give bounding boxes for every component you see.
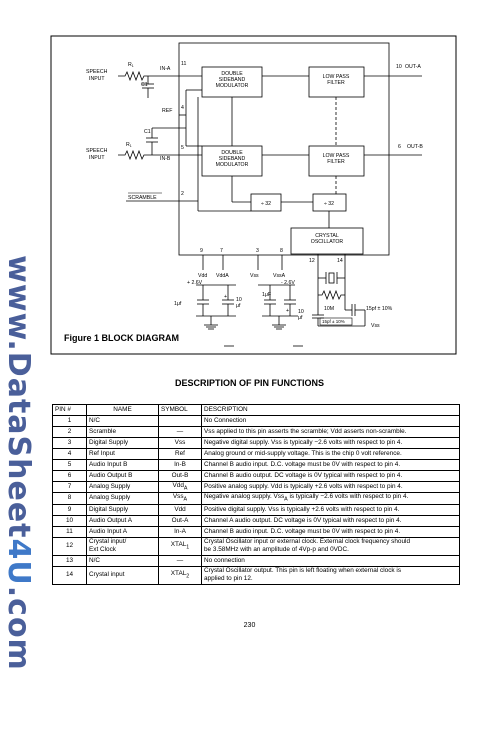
svg-text:1μF: 1μF [262,292,271,298]
svg-text:+: + [224,294,227,300]
svg-text:4: 4 [181,105,184,111]
r1-b-label: R1 [126,142,132,148]
osc-text: CRYSTAL [315,233,339,239]
scramble-label: SCRAMBLE [128,195,157,201]
low-pass-filter-b [308,145,365,177]
figure-frame [50,35,457,355]
svg-text:MODULATOR: MODULATOR [216,83,249,89]
svg-text:OSCILLATOR: OSCILLATOR [311,239,344,245]
svg-text:10: 10 [396,64,402,70]
svg-text:10: 10 [236,297,242,303]
svg-text:1μf: 1μf [174,301,182,307]
page-number: 230 [243,622,256,629]
svg-text:SIDEBAND: SIDEBAND [219,156,246,162]
section-title: DESCRIPTION OF PIN FUNCTIONS [174,378,324,388]
divider-2 [312,193,347,212]
dsb-b-text: DOUBLE [221,150,243,156]
svg-text:5: 5 [181,145,184,151]
svg-text:15pf ± 10%: 15pf ± 10% [366,306,393,312]
out-b-label: OUT-B [407,144,423,150]
svg-text:9: 9 [200,248,203,254]
chip-boundary [178,42,390,256]
figure-caption: Figure 1 BLOCK DIAGRAM [64,333,179,343]
in-b-label: IN-B [160,156,171,162]
svg-text:10: 10 [298,309,304,315]
lpf-b-text: LOW PASS [323,153,350,159]
dsb-a-text: DOUBLE [221,71,243,77]
out-a-label: OUT-A [405,64,421,70]
svg-text:INPUT: INPUT [89,155,105,161]
svg-text:Vss: Vss [250,273,259,279]
svg-text:FILTER: FILTER [327,159,345,165]
div1-text: ÷ 32 [261,201,271,207]
svg-text:VddA: VddA [216,273,229,279]
in-a-label: IN-A [160,66,171,72]
svg-text:6: 6 [398,144,401,150]
speech-input-b-label: SPEECH [86,148,108,154]
svg-text:7: 7 [220,248,223,254]
speech-input-a-label: SPEECH [86,69,108,75]
svg-text:10M: 10M [324,306,334,312]
pin-11: 11 [181,61,186,67]
svg-text:15pf ± 10%: 15pf ± 10% [322,319,345,324]
divider-1 [250,193,282,212]
svg-text:8: 8 [280,248,283,254]
vdd-label: Vdd [198,273,207,279]
svg-text:+ 2.6V: + 2.6V [187,280,203,286]
svg-text:MODULATOR: MODULATOR [216,162,249,168]
svg-text:+: + [286,308,289,314]
svg-text:- 2.6V: - 2.6V [281,280,295,286]
lpf-a-text: LOW PASS [323,74,350,80]
svg-text:2: 2 [181,191,184,197]
svg-text:3: 3 [256,248,259,254]
r1-a-label: R1 [128,62,134,68]
block-diagram: SPEECH INPUT R1 IN-A C1 11 REF 4 C1 SPEE… [50,35,457,355]
svg-text:SIDEBAND: SIDEBAND [219,77,246,83]
svg-text:14: 14 [337,258,343,264]
svg-text:C1: C1 [141,82,148,88]
svg-text:FILTER: FILTER [327,80,345,86]
svg-text:VssA: VssA [273,273,286,279]
svg-text:μf: μf [298,315,303,321]
crystal-oscillator [290,227,364,255]
table-header: PIN # NAME SYMBOL DESCRIPTION [52,404,460,416]
svg-text:Vss: Vss [371,323,380,329]
svg-text:INPUT: INPUT [89,76,105,82]
ref-label: REF [162,108,172,114]
div2-text: ÷ 32 [324,201,334,207]
svg-text:12: 12 [309,258,315,264]
svg-text:C1: C1 [144,129,151,135]
svg-text:μf: μf [236,303,241,309]
low-pass-filter-a [308,66,365,98]
